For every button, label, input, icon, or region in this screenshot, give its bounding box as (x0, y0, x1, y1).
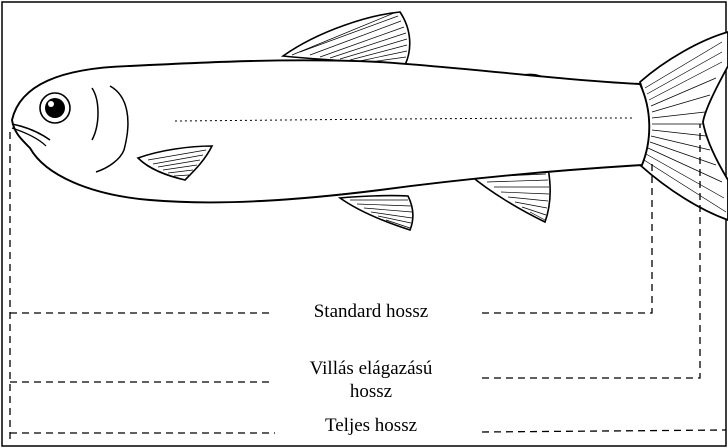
fish-body (12, 60, 649, 202)
fork-length-label-line2: hossz (276, 380, 466, 403)
fork-length-label-line1: Villás elágazású (276, 357, 466, 380)
caudal-fin (640, 32, 728, 220)
pelvic-fin (340, 196, 413, 230)
dorsal-fin (283, 12, 410, 65)
fork-length-label: Villás elágazású hossz (276, 357, 466, 403)
total-length-label: Teljes hossz (286, 414, 456, 437)
fish-eye (40, 93, 70, 123)
total-length-line-right (482, 430, 726, 432)
standard-length-label: Standard hossz (286, 300, 456, 323)
